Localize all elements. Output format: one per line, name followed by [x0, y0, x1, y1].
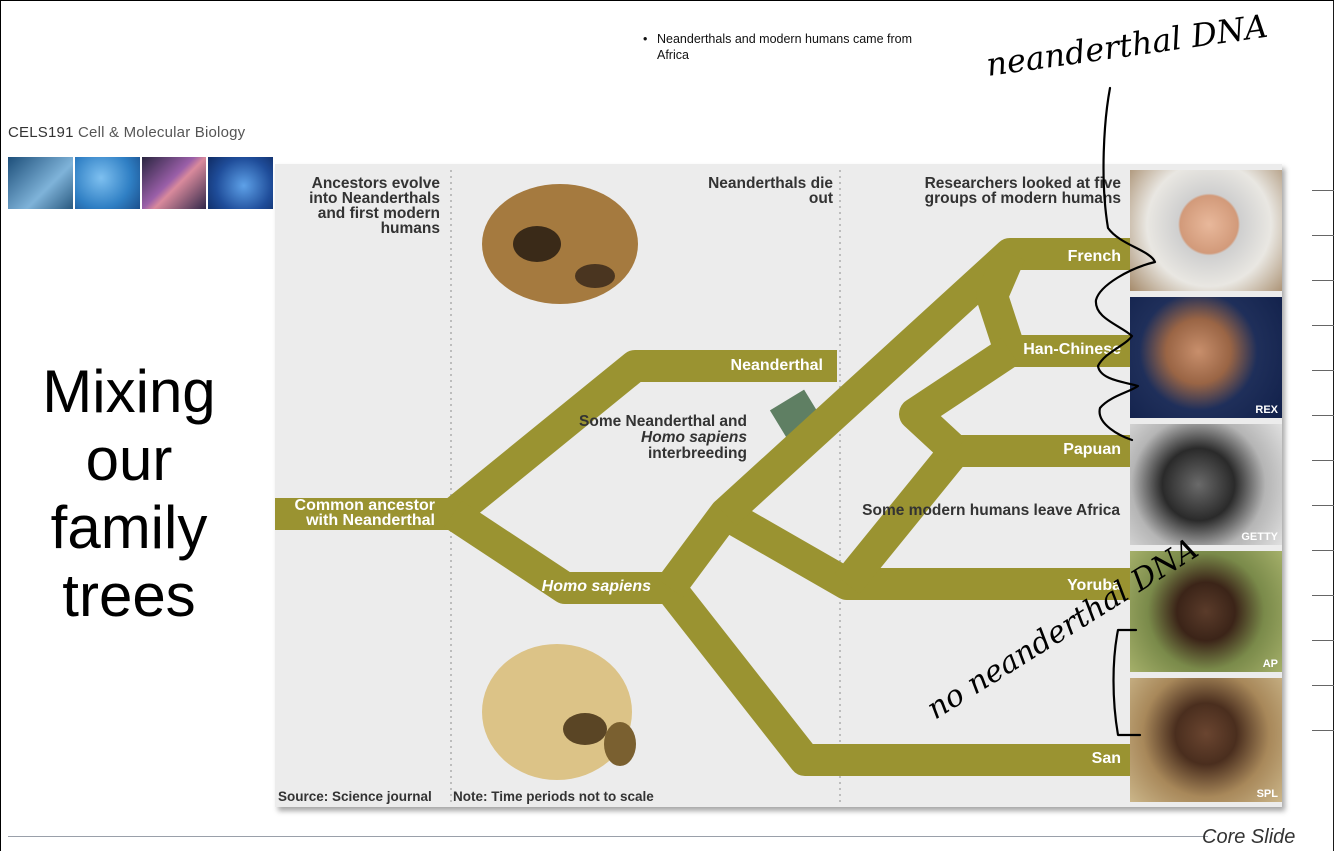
- interbreeding-prefix: Some Neanderthal and: [579, 413, 747, 430]
- header-die-out: Neanderthals die out: [685, 176, 833, 206]
- group-papuan: Papuan: [975, 441, 1121, 459]
- photo-credit: AP: [1263, 658, 1278, 670]
- interbreeding-italic: Homo sapiens: [641, 429, 747, 446]
- photo-han-chinese: REX: [1130, 297, 1282, 418]
- title-line: Mixing: [20, 358, 238, 426]
- interbreeding-suffix: interbreeding: [648, 445, 747, 462]
- family-tree-figure: Ancestors evolve into Neanderthals and f…: [275, 164, 1282, 807]
- course-code: CELS191: [8, 124, 74, 141]
- photo-credit: SPL: [1257, 788, 1278, 800]
- label-neanderthal: Neanderthal: [675, 357, 823, 375]
- photo-french: [1130, 170, 1282, 291]
- photo-yoruba: AP: [1130, 551, 1282, 672]
- title-line: trees: [20, 562, 238, 630]
- course-banner-image: [8, 157, 273, 209]
- label-homo-sapiens: Homo sapiens: [505, 578, 651, 596]
- group-french: French: [975, 248, 1121, 266]
- header-researchers: Researchers looked at five groups of mod…: [915, 176, 1121, 206]
- header-ancestors: Ancestors evolve into Neanderthals and f…: [285, 176, 440, 236]
- photo-credit: REX: [1255, 404, 1278, 416]
- title-line: our: [20, 426, 238, 494]
- photo-san: SPL: [1130, 678, 1282, 802]
- footer-divider: [8, 836, 1208, 837]
- slide-title: Mixing our family trees: [20, 358, 238, 630]
- photo-credit: GETTY: [1241, 531, 1278, 543]
- title-line: family: [20, 494, 238, 562]
- source-note: Source: Science journal: [278, 789, 432, 804]
- bullet-text: Neanderthals and modern humans came from…: [657, 31, 917, 63]
- group-yoruba: Yoruba: [975, 577, 1121, 595]
- course-name: Cell & Molecular Biology: [78, 124, 245, 141]
- page-ruler: [1312, 190, 1334, 775]
- bullet-marker: •: [643, 31, 647, 47]
- core-slide-label: Core Slide: [1202, 826, 1295, 849]
- group-san: San: [975, 750, 1121, 768]
- photo-papuan: GETTY: [1130, 424, 1282, 545]
- label-common-ancestor: Common ancestor with Neanderthal: [275, 498, 435, 528]
- scale-note: Note: Time periods not to scale: [453, 789, 654, 804]
- label-interbreeding: Some Neanderthal and Homo sapiens interb…: [565, 414, 747, 462]
- course-header: CELS191 Cell & Molecular Biology: [8, 124, 245, 141]
- group-han-chinese: Han-Chinese: [975, 341, 1121, 359]
- label-leave-africa: Some modern humans leave Africa: [815, 503, 1120, 518]
